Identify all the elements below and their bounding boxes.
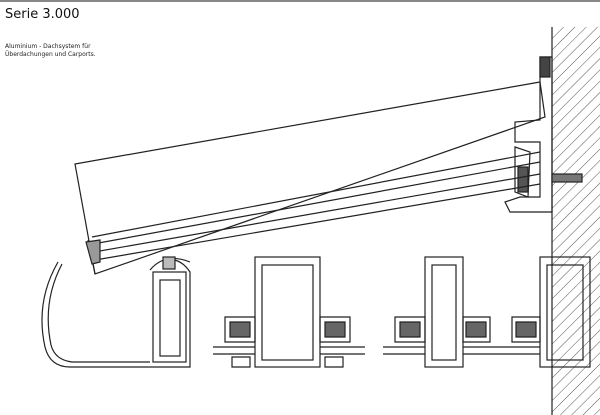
subtitle-line-2: Überdachungen und Carports.: [5, 51, 96, 58]
gutter: [41, 256, 191, 368]
page-title: Serie 3.000: [5, 7, 80, 22]
wall-connection-profile: [504, 56, 583, 213]
profile-section-3: [500, 256, 591, 368]
profile-section-2: [383, 256, 500, 368]
profile-section-1: [213, 256, 365, 368]
wall: [551, 27, 600, 415]
subtitle: Aluminium - Dachsystem für Überdachungen…: [5, 43, 96, 59]
subtitle-line-1: Aluminium - Dachsystem für: [5, 43, 91, 50]
roof-panel: [74, 81, 546, 275]
